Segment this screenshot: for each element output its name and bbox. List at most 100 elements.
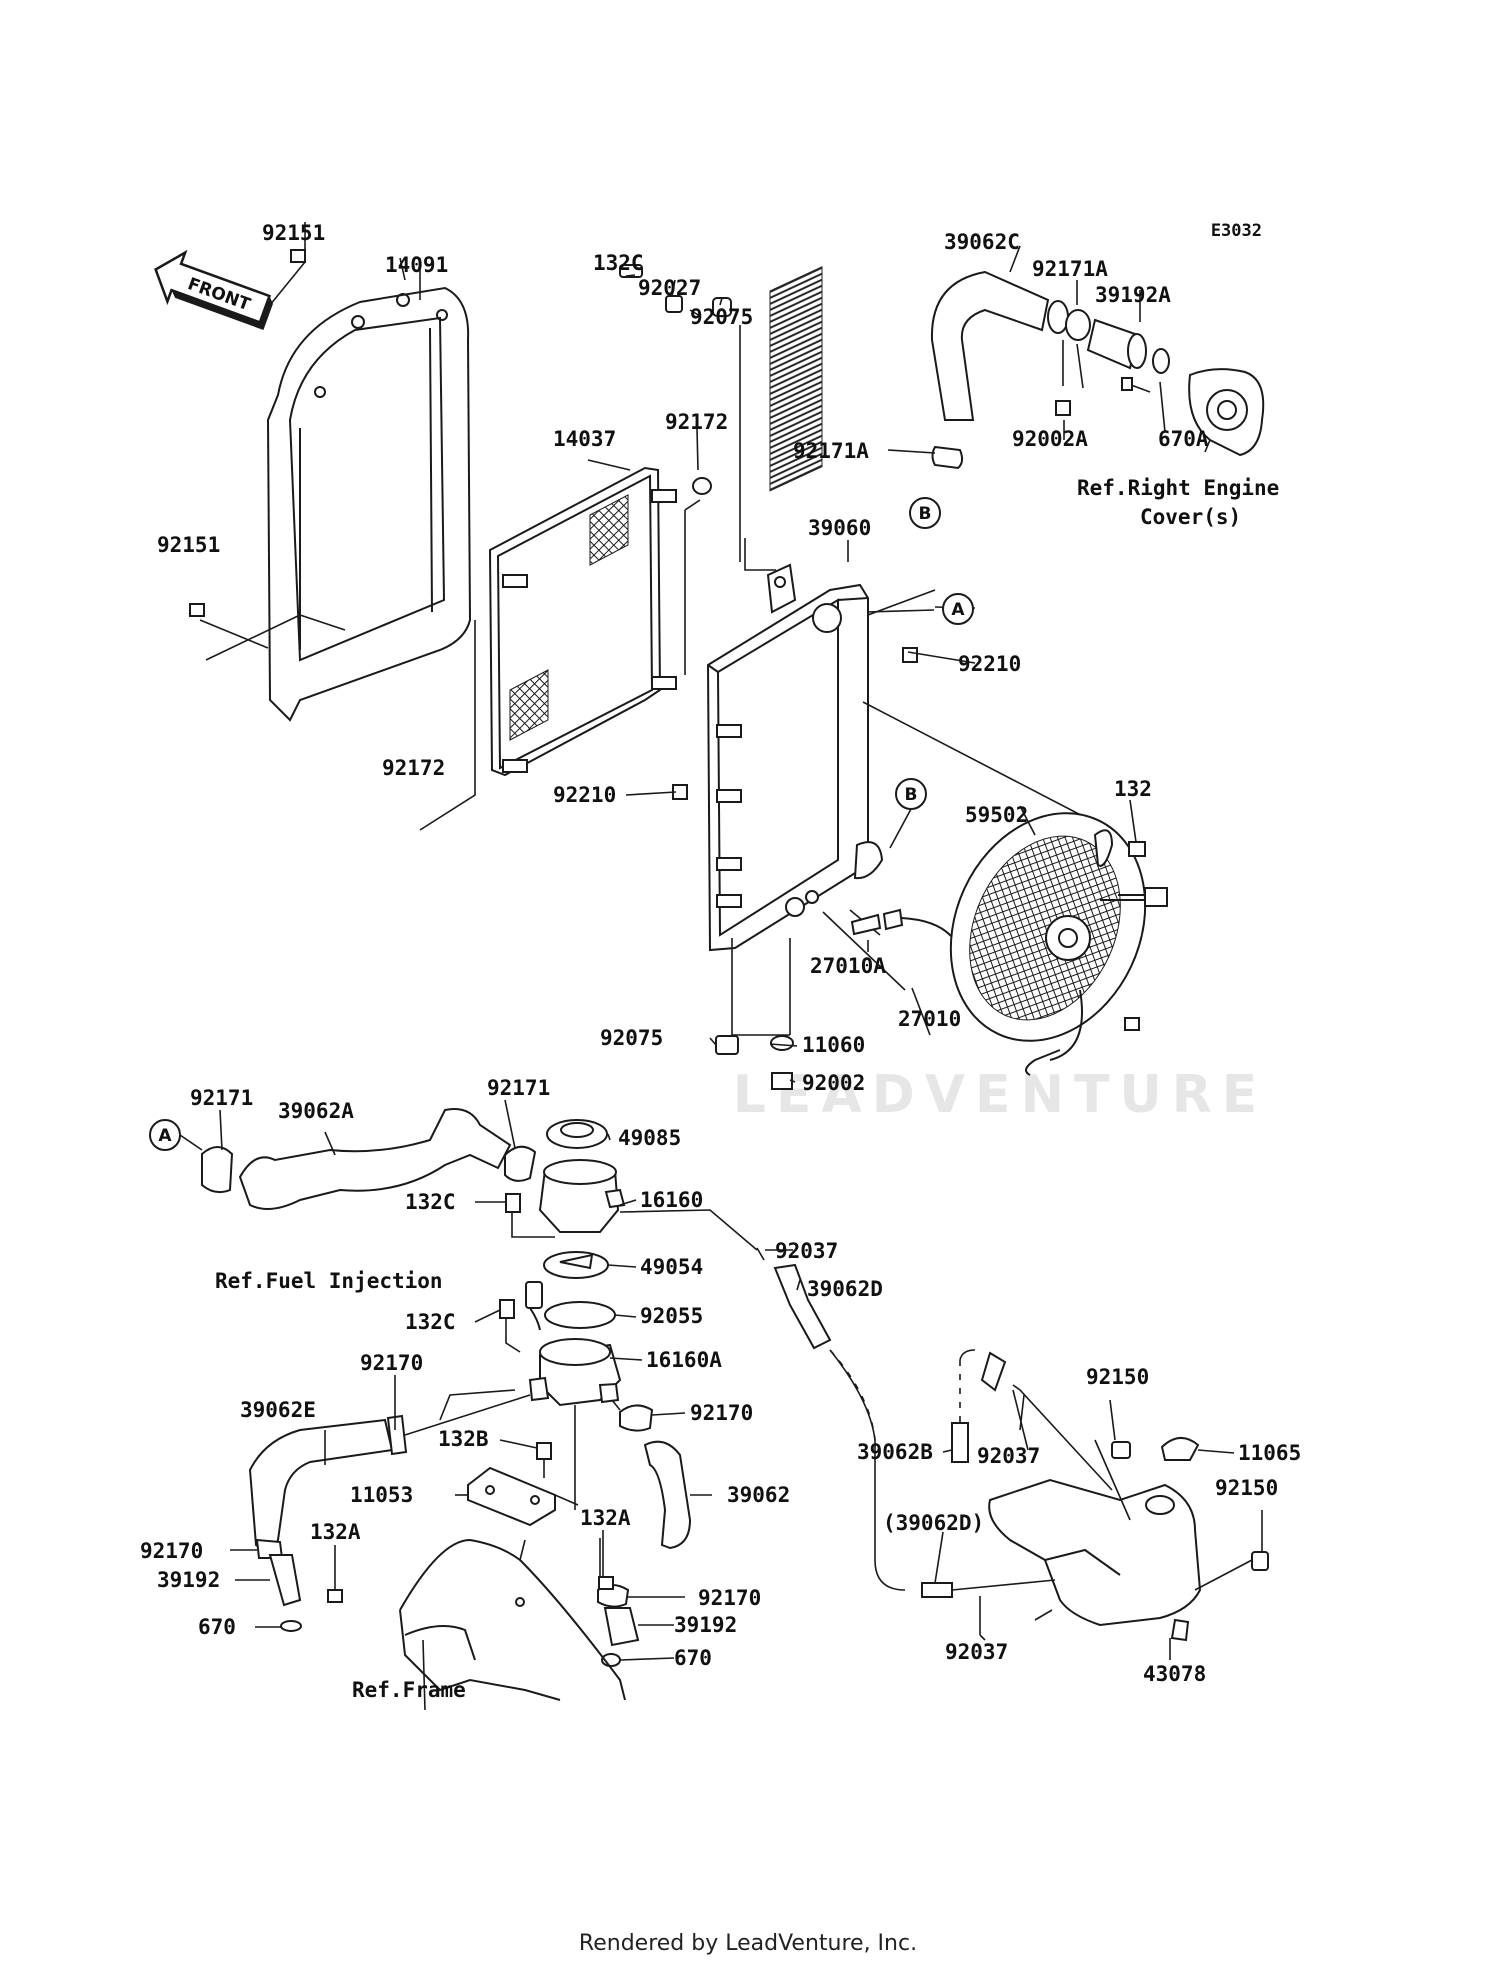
part-label: 39062E: [240, 1398, 316, 1422]
part-label: 39192A: [1095, 283, 1171, 307]
part-label: 14091: [385, 253, 448, 277]
radiator-screen: [488, 466, 677, 777]
part-label: 39192: [674, 1613, 737, 1637]
part-label: 92171A: [1032, 257, 1108, 281]
part-label: 92170: [360, 1351, 423, 1375]
bolt-icon: [505, 1193, 521, 1213]
part-label: 92210: [553, 783, 616, 807]
footer-credit: Rendered by LeadVenture, Inc.: [579, 1931, 917, 1956]
part-label: 11060: [802, 1033, 865, 1057]
part-label: 92171: [487, 1076, 550, 1100]
marker-a-top: A: [942, 593, 974, 625]
callout-leaders: [219, 245, 1263, 1661]
right-engine-cover: [1188, 368, 1265, 457]
part-label: 92002: [802, 1071, 865, 1095]
part-label: 132A: [580, 1506, 631, 1530]
part-label: 92210: [958, 652, 1021, 676]
grommet-icon: [619, 264, 918, 1090]
svg-text:B: B: [919, 504, 932, 524]
hose-39062c: [930, 270, 1091, 421]
radiator-cap: [546, 1119, 608, 1149]
part-label: 92002A: [1012, 427, 1088, 451]
part-label: 16160: [640, 1188, 703, 1212]
hose-39062: [643, 1440, 692, 1550]
bolt-icon: [1251, 1551, 1269, 1571]
bolt-icon: [1111, 1441, 1131, 1459]
part-label: 670: [674, 1646, 712, 1670]
o-ring-92055: [544, 1301, 616, 1329]
part-label: 92172: [665, 410, 728, 434]
hose-39062b: [951, 1422, 969, 1463]
radiator: [706, 265, 884, 952]
part-label: 11053: [350, 1483, 413, 1507]
fitting-39192-left: [268, 1554, 302, 1632]
part-label: 132: [1114, 777, 1152, 801]
part-label: 92170: [140, 1539, 203, 1563]
part-label: 670A: [1158, 427, 1209, 451]
bolt-icon: [327, 1589, 343, 1603]
part-label: 92055: [640, 1304, 703, 1328]
part-label: 16160A: [646, 1348, 722, 1372]
reserve-cap: [1160, 1437, 1200, 1461]
part-label: 39062C: [944, 230, 1020, 254]
part-label: 39062B: [857, 1440, 933, 1464]
part-label: (39062D): [883, 1511, 984, 1535]
part-label: 39062D: [807, 1277, 883, 1301]
part-label: 132C: [405, 1310, 456, 1334]
part-label: 43078: [1143, 1662, 1206, 1686]
marker-a-mid: A: [149, 1119, 181, 1151]
cooling-fan: [949, 812, 1168, 1076]
part-label: 39062: [727, 1483, 790, 1507]
marker-b-mid: B: [895, 778, 927, 810]
hose-clamp-icon: [201, 1145, 537, 1194]
bolt-icon: [1128, 841, 1146, 857]
part-label: 92170: [690, 1401, 753, 1425]
part-label: 132C: [593, 251, 644, 275]
part-label: 92037: [977, 1444, 1040, 1468]
part-label: 132B: [438, 1427, 489, 1451]
part-label: 27010A: [810, 954, 886, 978]
part-label: 92150: [1215, 1476, 1278, 1500]
hose-clamp-icon: [931, 445, 964, 470]
part-label: 27010: [898, 1007, 961, 1031]
part-label: 92171A: [793, 439, 869, 463]
hose-39062a: [238, 1108, 512, 1210]
bolt-icon: [499, 1299, 515, 1319]
hose-section-icon: [980, 1351, 1007, 1392]
part-label: 92037: [945, 1640, 1008, 1664]
marker-b-top: B: [909, 497, 941, 529]
diagram-code: E3032: [1211, 221, 1262, 241]
part-label: 132A: [310, 1520, 361, 1544]
bolt-icon: [598, 1576, 614, 1590]
reserve-tank: [988, 1478, 1202, 1642]
ref-right-engine-cover-line1: Ref.Right Engine: [1077, 476, 1279, 500]
part-label: 92151: [262, 221, 325, 245]
part-label: 92171: [190, 1086, 253, 1110]
fuel-injection-connector: [525, 1281, 543, 1309]
part-label: 92075: [690, 305, 753, 329]
thermostat-cover: [538, 1159, 626, 1233]
part-label: 92151: [157, 533, 220, 557]
bolt-icon: [189, 249, 306, 617]
svg-text:B: B: [905, 785, 918, 805]
part-label: 39062A: [278, 1099, 354, 1123]
ref-frame: Ref.Frame: [352, 1678, 466, 1702]
part-label: 92172: [382, 756, 445, 780]
front-arrow-icon: FRONT: [154, 249, 273, 330]
pipe-39192a: [1055, 318, 1170, 416]
frame-section: [399, 1538, 626, 1701]
part-label: 59502: [965, 803, 1028, 827]
part-label: 92037: [775, 1239, 838, 1263]
ref-right-engine-cover-line2: Cover(s): [1140, 505, 1241, 529]
radiator-shroud: [266, 286, 472, 722]
svg-text:A: A: [951, 600, 965, 620]
part-label: 14037: [553, 427, 616, 451]
part-label: 39192: [157, 1568, 220, 1592]
fitting-39192-mid: [601, 1607, 640, 1667]
ref-fuel-injection: Ref.Fuel Injection: [215, 1269, 443, 1293]
part-label: 92027: [638, 276, 701, 300]
hose-39062d: [773, 1263, 832, 1350]
part-label: 49054: [640, 1255, 703, 1279]
watermark: LEADVENTURE: [733, 1065, 1268, 1125]
